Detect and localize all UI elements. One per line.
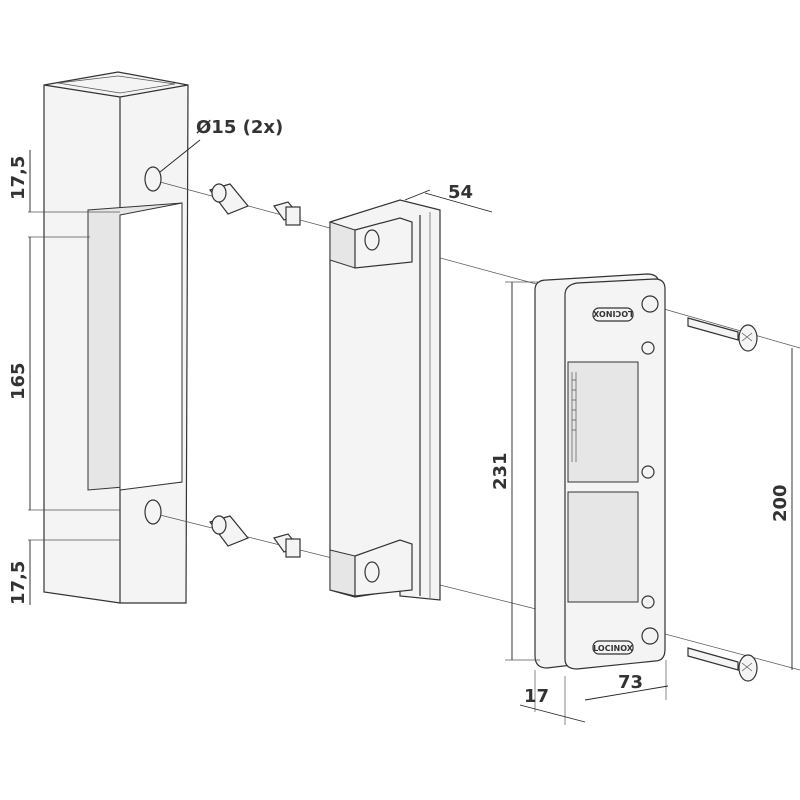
dim-hole-diameter: Ø15 (2x) [196,117,283,138]
svg-text:LOCINOX: LOCINOX [592,309,633,318]
dim-screw-spacing: 200 [770,484,791,522]
dim-73-line [584,685,669,701]
dim-54-line [424,192,493,213]
brand-logo-top: LOCINOX [592,307,634,322]
dimension-left: 17,5 165 17,5 [8,150,31,605]
dim-strike-thickness: 17 [524,686,549,707]
plugs-and-nuts [209,183,301,558]
dim-54-ext [404,189,431,201]
dim-top-offset: 17,5 [8,156,29,200]
dim-bracket-depth: 54 [448,182,473,203]
screws [687,317,758,682]
brand-logo-bottom: LOCINOX [592,640,634,655]
dim-strike-width: 73 [618,672,643,693]
dim-bottom-offset: 17,5 [8,561,29,605]
dim-17-line [519,704,586,723]
dim-cutout-height: 165 [8,362,29,400]
mounting-bracket [329,199,441,601]
svg-text:LOCINOX: LOCINOX [593,644,634,653]
dim-strike-height: 231 [490,452,511,490]
square-post [43,71,189,604]
electric-strike: LOCINOX LOCINOX [534,273,666,670]
hole-leader [159,139,201,173]
